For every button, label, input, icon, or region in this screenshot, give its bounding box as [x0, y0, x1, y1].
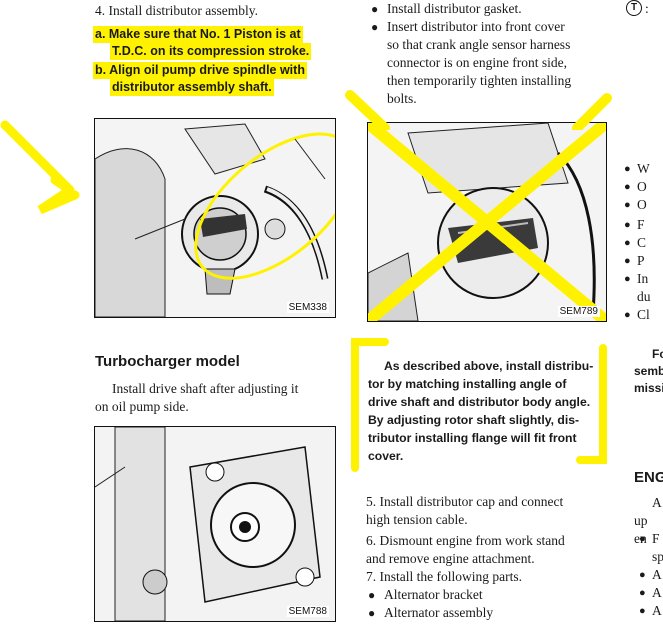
note-box: As described above, install distribu- to… [368, 357, 606, 465]
cross-mark-icon [345, 90, 612, 130]
right-eng-bullet-2: A [639, 566, 661, 584]
right-bullet-6: P [625, 252, 645, 270]
note-box-line1: As described above, install distribu- [384, 359, 594, 373]
right-eng-bullet-1: F [640, 530, 660, 548]
insert-distributor-line2: so that crank angle sensor harness [387, 37, 571, 52]
drive-shaft-illustration [95, 427, 335, 621]
right-fo-line3: missi [634, 381, 663, 395]
right-bullet-3: O [624, 196, 646, 214]
right-bullet-5: C [624, 234, 646, 252]
right-bullet-2: O [624, 178, 646, 196]
bullet-insert-distributor: Insert distributor into front cover [371, 18, 565, 36]
torque-text: : [645, 1, 649, 16]
bullet-alternator-assembly: Alternator assembly [368, 604, 493, 622]
right-bullet-4: F [625, 216, 645, 234]
note-b-line1: b. Align oil pump drive spindle with [93, 62, 307, 79]
note-b-line2: distributor assembly shaft. [110, 79, 274, 96]
step-7-text: 7. Install the following parts. [366, 569, 522, 584]
figure-label-sem788: SEM788 [286, 606, 329, 617]
right-bullet-1: W [624, 160, 650, 178]
note-a-line1: a. Make sure that No. 1 Piston is at [93, 26, 303, 43]
insert-distributor-line5: bolts. [387, 91, 417, 106]
insert-distributor-line3: connector is on engine front side, [387, 55, 567, 70]
insert-distributor-line4: then temporarily tighten installing [387, 73, 572, 88]
figure-distributor-front-cover: SEM789 [367, 122, 607, 322]
torque-symbol-icon: T [626, 0, 642, 16]
step-6-line2: and remove engine attachment. [366, 551, 535, 566]
note-a-line2: T.D.C. on its compression stroke. [110, 43, 312, 60]
figure-distributor-installed: SEM338 [94, 118, 336, 318]
step-4-text: 4. Install distributor assembly. [95, 3, 258, 18]
right-fo-line2: semb [634, 364, 663, 378]
figure-label-sem338: SEM338 [286, 302, 329, 313]
front-cover-illustration [368, 123, 606, 321]
right-eng-bullet-4: A [639, 602, 661, 620]
step-6-line1: 6. Dismount engine from work stand [366, 533, 565, 548]
note-box-line2: tor by matching installing angle of [368, 377, 567, 391]
right-bullet-8: Cl [624, 306, 650, 324]
engine-illustration [95, 119, 335, 317]
note-box-line5: tributor installing flange will fit fron… [368, 431, 577, 445]
bullet-alternator-bracket: Alternator bracket [368, 586, 483, 604]
turbo-text-line1: Install drive shaft after adjusting it [112, 381, 299, 396]
yellow-arrow-icon [0, 120, 80, 215]
note-box-line4: By adjusting rotor shaft slightly, dis- [368, 413, 580, 427]
turbo-text-line2: on oil pump side. [95, 399, 189, 414]
right-fo-line1: Fo [652, 347, 663, 361]
right-eng-sp: sp [652, 549, 663, 564]
step-5-line2: high tension cable. [366, 512, 468, 527]
figure-label-sem789: SEM789 [557, 306, 600, 317]
figure-drive-shaft: SEM788 [94, 426, 336, 622]
right-bullet-7-cont: du [637, 289, 651, 304]
turbo-section-title: Turbocharger model [95, 353, 240, 370]
bullet-install-gasket: Install distributor gasket. [371, 0, 522, 18]
step-5-line1: 5. Install distributor cap and connect [366, 494, 564, 509]
note-box-line3: drive shaft and distributor body angle. [368, 395, 591, 409]
bracket-marks-icon [351, 338, 607, 472]
right-eng-bullet-3: A [639, 584, 661, 602]
right-eng-heading: ENG [634, 469, 663, 486]
right-eng-a: A [652, 495, 662, 510]
right-bullet-7: In [624, 270, 649, 288]
note-box-line6: cover. [368, 449, 404, 463]
